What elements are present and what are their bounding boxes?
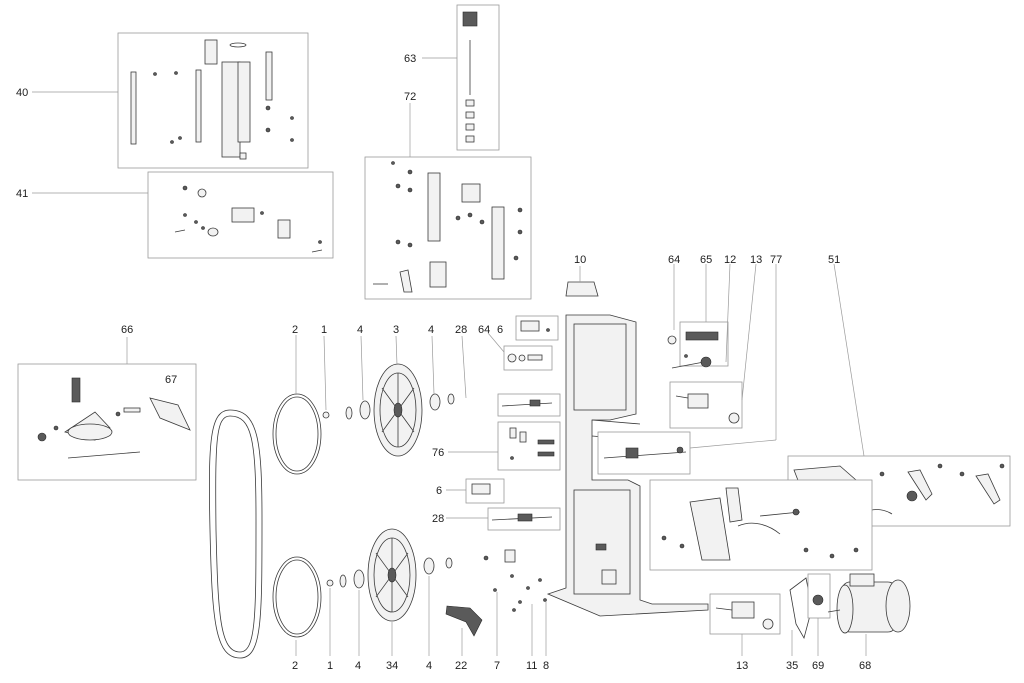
callout-3: 3 [393,324,399,336]
motor-68 [827,573,911,634]
callout-63: 63 [404,53,416,65]
callout-66: 66 [121,324,133,336]
callout-35: 35 [786,660,798,672]
callout-34: 34 [386,660,398,672]
group-box-6-lower [465,478,505,504]
group-box-10 [565,266,599,297]
callout-69: 69 [812,660,824,672]
callout-4-bottom-right: 4 [426,660,432,672]
main-frame [546,314,709,617]
callout-64-mid: 64 [478,324,490,336]
callout-41: 41 [16,188,28,200]
group-box-6-upper [515,315,559,341]
group-belt-35 [789,577,813,640]
callout-2-bottom: 2 [292,660,298,672]
callout-13-top: 13 [750,254,762,266]
callout-12: 12 [724,254,736,266]
group-box-41 [32,171,334,259]
callout-40: 40 [16,87,28,99]
group-box-28-upper [497,393,561,417]
callout-1-top: 1 [321,324,327,336]
lower-misc-parts [445,549,547,637]
group-box-28-lower [487,507,561,531]
callout-65: 65 [700,254,712,266]
group-box-12 [671,356,712,369]
callout-11: 11 [526,660,537,672]
callout-77: 77 [770,254,782,266]
group-box-40 [32,32,309,169]
callout-4-top-left: 4 [357,324,363,336]
band-belts [208,393,322,659]
callout-10: 10 [574,254,586,266]
lower-wheel-group [326,528,453,622]
group-box-blade-guard [649,479,873,571]
callout-1-bottom: 1 [327,660,333,672]
callout-4-top-right: 4 [428,324,434,336]
callout-13-bottom: 13 [736,660,748,672]
group-box-69 [807,573,831,619]
callout-67: 67 [165,374,177,386]
callout-51: 51 [828,254,840,266]
leader-lines [295,263,867,656]
callout-labels: 40 41 63 72 10 64 65 12 13 77 51 66 67 2… [16,53,871,672]
callout-28-top: 28 [455,324,467,336]
group-box-13-lower [709,593,781,635]
callout-72: 72 [404,91,416,103]
callout-76: 76 [432,447,444,459]
group-box-72 [364,103,532,300]
callout-7: 7 [494,660,500,672]
callout-6-top: 6 [497,324,503,336]
group-box-65 [667,321,729,367]
group-box-66 [17,337,197,481]
group-box-64-left [503,345,553,371]
group-box-77 [597,431,691,475]
group-box-13-upper [669,381,743,429]
callout-28-mid: 28 [432,513,444,525]
callout-4-bottom-left: 4 [355,660,361,672]
callout-64-top: 64 [668,254,680,266]
group-box-63 [422,4,500,151]
callout-2-top: 2 [292,324,298,336]
group-box-76 [497,421,561,471]
upper-wheel-group [322,363,455,457]
callout-8: 8 [543,660,549,672]
callout-68: 68 [859,660,871,672]
callout-22: 22 [455,660,467,672]
callout-6-mid: 6 [436,485,442,497]
